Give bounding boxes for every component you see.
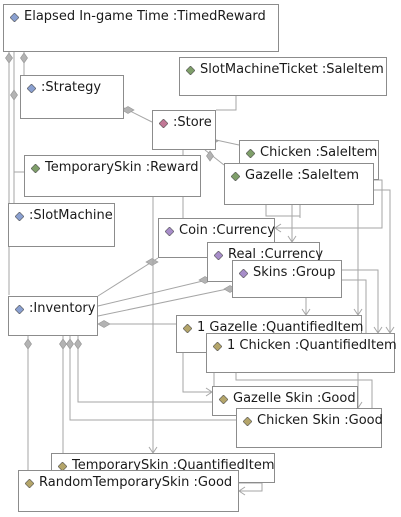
node-label: SlotMachineTicket :SaleItem [200, 62, 384, 77]
node-label: :Strategy [41, 80, 102, 95]
node-label: 1 Gazelle :QuantifiedItem [197, 320, 364, 335]
node-label: :Store [173, 115, 212, 130]
olive-diamond-icon [25, 478, 34, 488]
node-label: Gazelle :SaleItem [245, 168, 360, 183]
aggregation-diamond-strategy [121, 106, 135, 114]
green-diamond-icon [231, 171, 240, 181]
purple-diamond-icon [214, 250, 223, 260]
connector-tempqty-random [239, 482, 263, 492]
node-label: :SlotMachine [29, 208, 113, 223]
green-diamond-icon [186, 65, 195, 75]
node-label: RandomTemporarySkin :Good [39, 475, 233, 490]
composition-diamond-inv-tempqty [59, 338, 67, 350]
purple-diamond-icon [165, 226, 174, 236]
node-label: Skins :Group [253, 265, 336, 280]
node-label: Chicken :SaleItem [260, 145, 378, 160]
connector-chicken-qty [374, 189, 391, 333]
green-diamond-icon [31, 163, 40, 173]
connector-coin-inventory [97, 257, 159, 297]
node-random-temporary-skin-good[interactable]: RandomTemporarySkin :Good [18, 470, 239, 512]
node-strategy[interactable]: :Strategy [20, 75, 124, 119]
node-label: Elapsed In-game Time :TimedReward [24, 9, 266, 24]
connector-gazelle-qty-skin [182, 353, 212, 393]
node-skins-group[interactable]: Skins :Group [232, 260, 342, 298]
connector-skins-chicken-qty [342, 269, 379, 333]
olive-diamond-icon [219, 394, 228, 404]
green-diamond-icon [246, 148, 255, 158]
node-label: Coin :Currency [179, 223, 275, 238]
olive-diamond-icon [213, 341, 222, 351]
arrowhead-tempqty-random [238, 486, 246, 496]
node-inventory[interactable]: :Inventory [8, 296, 98, 336]
node-elapsed-in-game-time[interactable]: Elapsed In-game Time :TimedReward [3, 4, 279, 52]
composition-diamond-inv-random [24, 338, 32, 350]
composition-diamond-inv-chickenskin [66, 338, 74, 350]
blue-diamond-icon [10, 12, 19, 22]
node-slot-machine[interactable]: :SlotMachine [8, 203, 115, 247]
connector-gazelle-coin [265, 205, 300, 217]
node-gazelle-sale-item[interactable]: Gazelle :SaleItem [224, 163, 374, 205]
node-label: TemporarySkin :Reward [45, 160, 199, 175]
connector-store-gazelle [204, 149, 225, 166]
connector-skins-inventory [97, 287, 233, 317]
purple-diamond-icon [239, 268, 248, 278]
composition-diamond-inv-gazelle [97, 320, 111, 328]
olive-diamond-icon [183, 323, 192, 333]
node-label: 1 Chicken :QuantifiedItem [227, 338, 397, 353]
connector-store-chicken [215, 139, 240, 146]
composition-diamond-elapsed [5, 52, 13, 64]
node-label: TemporarySkin :QuantifiedItem [72, 458, 275, 473]
pink-diamond-icon [159, 118, 168, 128]
node-temporary-skin-reward[interactable]: TemporarySkin :Reward [24, 155, 201, 197]
node-label: Gazelle Skin :Good [233, 391, 356, 406]
connector-chicken-coin [275, 179, 383, 229]
composition-diamond-strategy-left [10, 89, 18, 101]
connector-inventory-gazelle-skin [77, 336, 212, 403]
olive-diamond-icon [243, 416, 252, 426]
aggregation-diamond-store-gazelle [206, 150, 214, 162]
olive-diamond-icon [58, 461, 67, 471]
connector-ticket-store [216, 96, 237, 111]
blue-diamond-icon [15, 211, 24, 221]
blue-diamond-icon [15, 304, 24, 314]
node-label: Chicken Skin :Good [257, 413, 383, 428]
node-chicken-skin-good[interactable]: Chicken Skin :Good [236, 408, 383, 448]
composition-diamond-elapsed-strategy [20, 52, 28, 64]
arrowhead-chicken-coin [274, 223, 282, 233]
node-label: Real :Currency [228, 247, 324, 262]
node-slot-machine-ticket[interactable]: SlotMachineTicket :SaleItem [179, 57, 387, 96]
node-chicken-quantified-item[interactable]: 1 Chicken :QuantifiedItem [206, 333, 397, 373]
composition-diamond-inv-gazelleskin [74, 338, 82, 350]
node-store[interactable]: :Store [152, 110, 216, 150]
node-label: :Inventory [29, 301, 96, 316]
connector-inventory-chicken-skin [69, 336, 236, 421]
blue-diamond-icon [27, 83, 36, 93]
aggregation-diamond-coin [145, 258, 159, 266]
